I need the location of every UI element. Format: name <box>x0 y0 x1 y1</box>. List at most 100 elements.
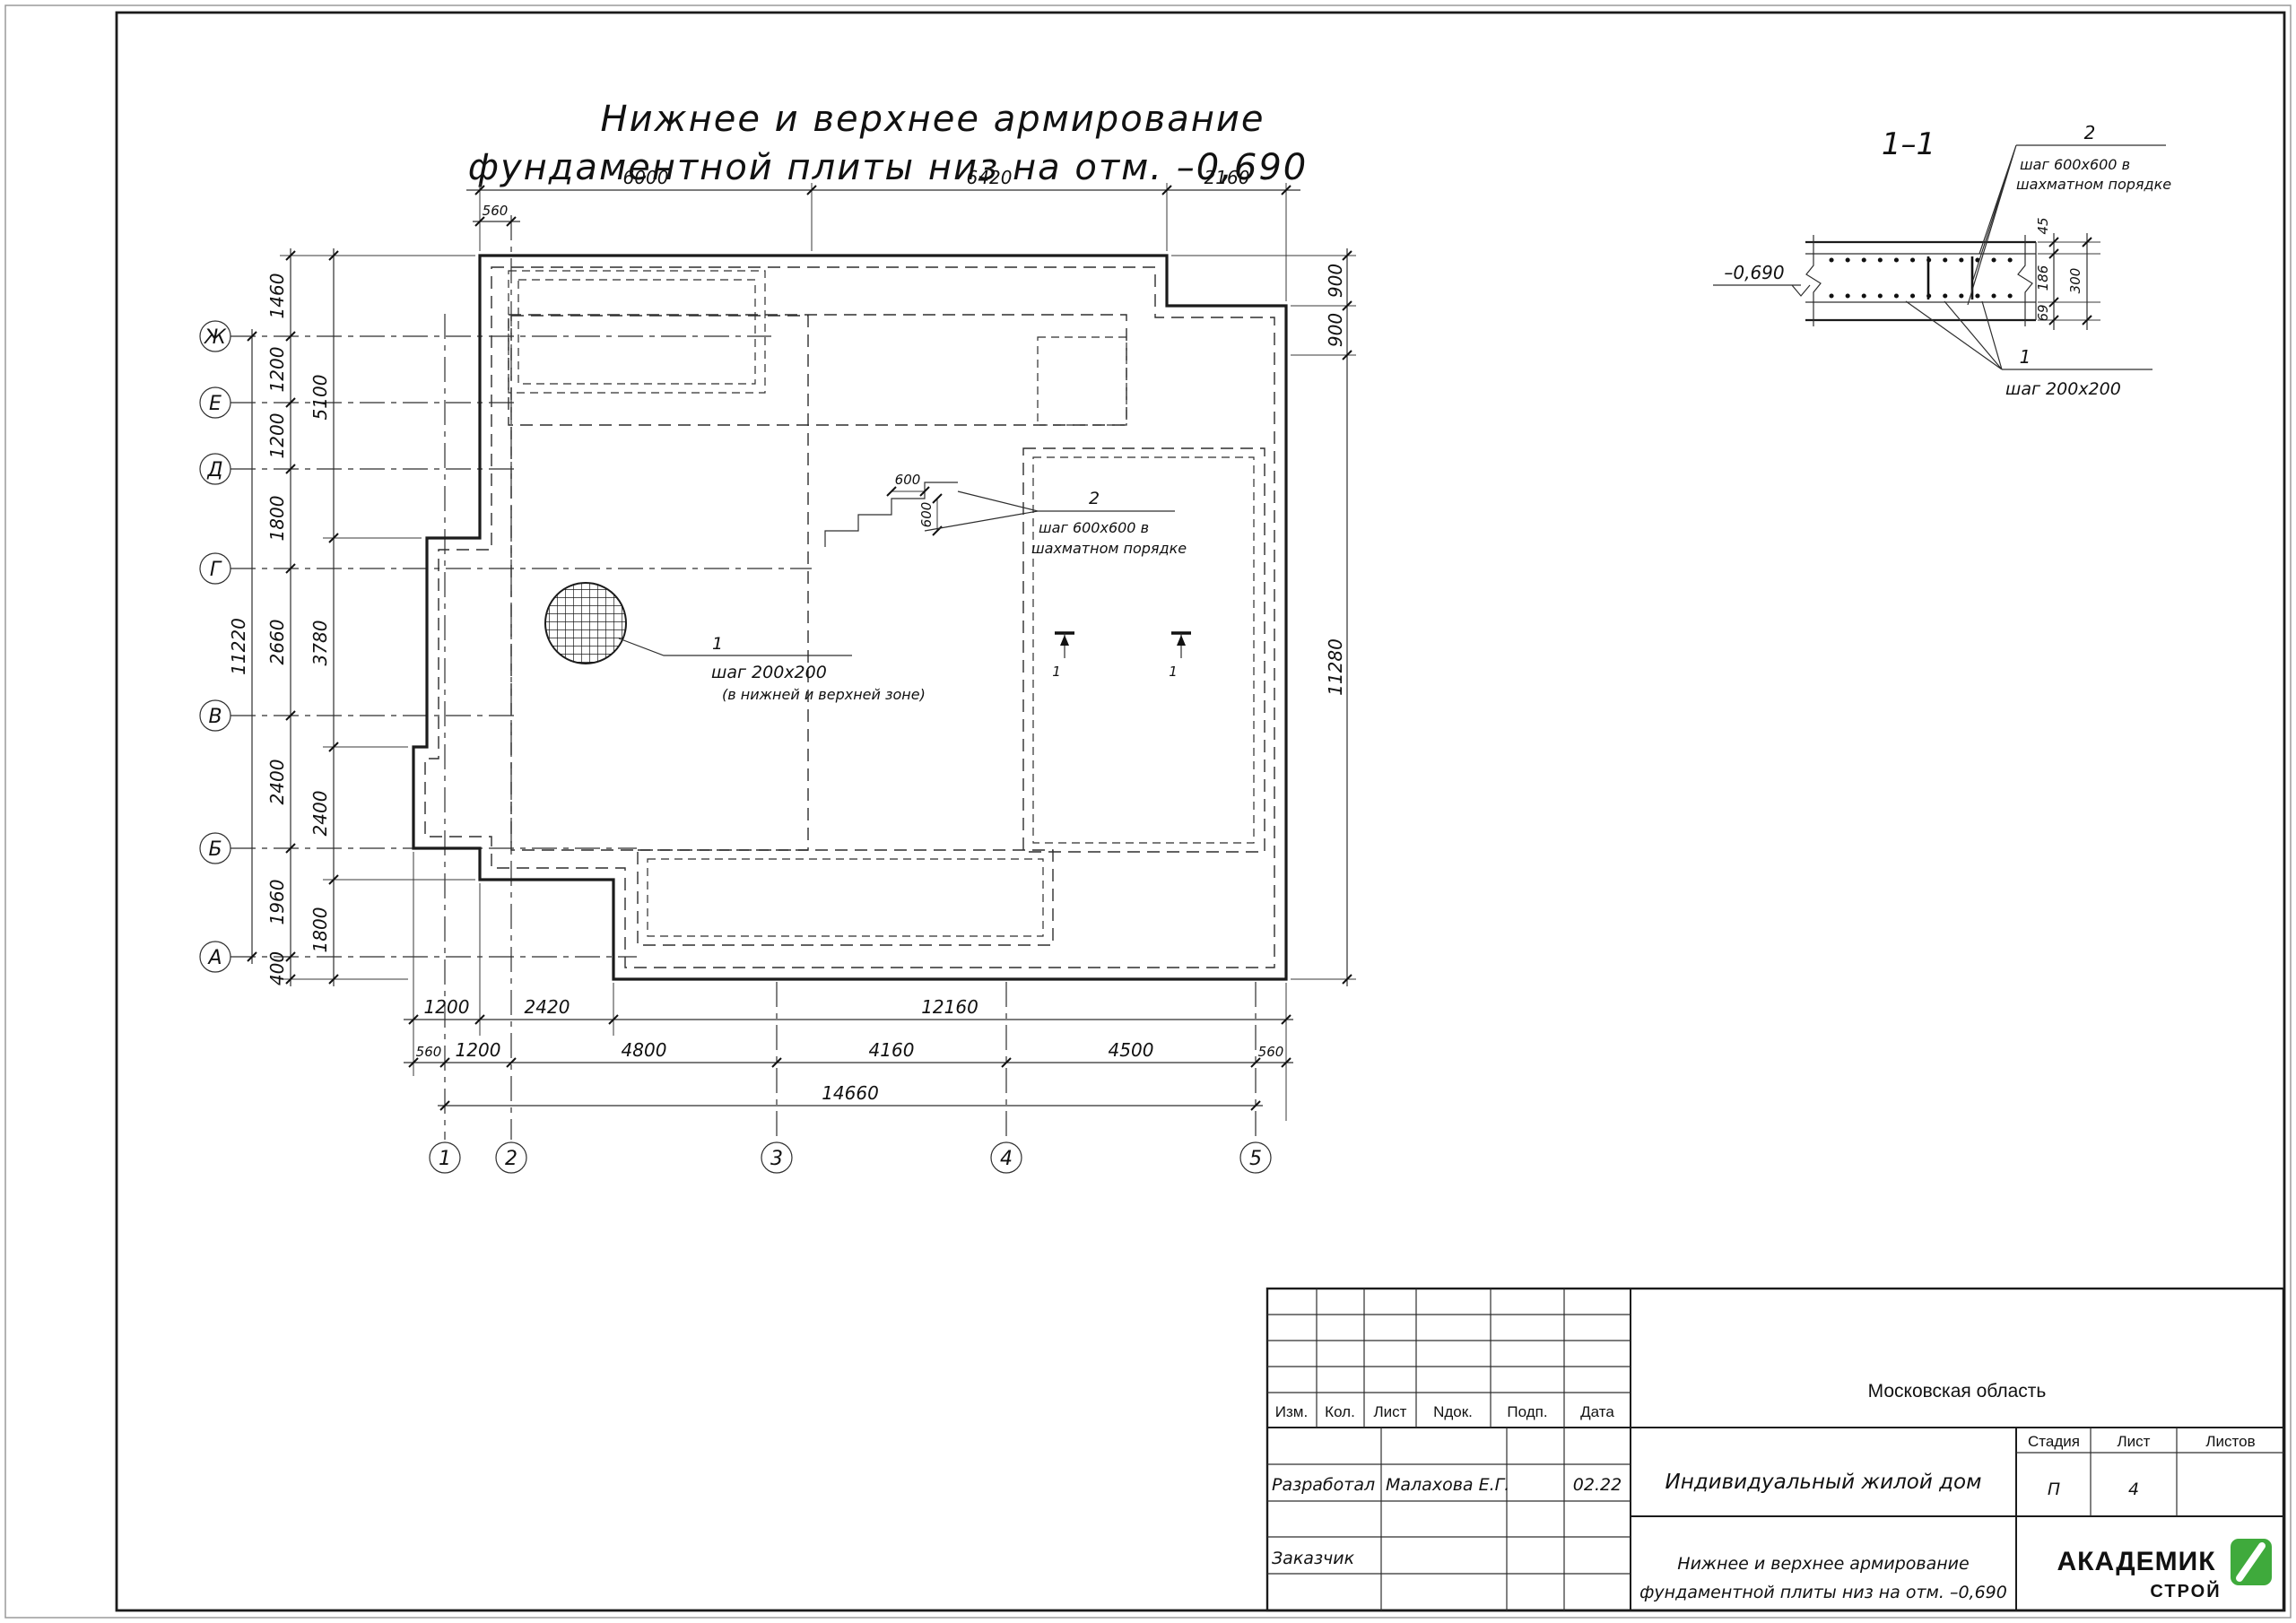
dim-label: 2400 <box>266 759 288 805</box>
zone-rect <box>1032 456 1255 844</box>
dim-label: 6420 <box>967 167 1013 188</box>
axis-bubbles: Ж Е Д Г В Б А 1 2 3 4 5 <box>199 320 1272 1174</box>
tb-header: Кол. <box>1325 1403 1355 1420</box>
tb-role-customer: Заказчик <box>1272 1549 1355 1568</box>
plan-reinforcement-zones <box>424 266 1275 968</box>
plan-dimensions: 6000 6420 2160 560 900 900 11280 1460 12… <box>228 167 1356 1121</box>
logo-text-top: АКАДЕМИК <box>2057 1547 2216 1576</box>
dim-label: 1460 <box>266 273 288 319</box>
zone-rect <box>510 315 809 851</box>
plan-outline <box>412 254 1288 981</box>
tb-name-developed: Малахова Е.Г. <box>1386 1475 1509 1495</box>
dim-label: 11220 <box>228 618 249 675</box>
callout2-number: 2 <box>1089 489 1100 508</box>
zone-rect <box>508 270 766 394</box>
col-axis-label: 4 <box>1000 1148 1013 1170</box>
tb-header: Nдок. <box>1433 1403 1473 1420</box>
elevation-label: –0,690 <box>1724 262 1784 283</box>
dim-label: 1200 <box>456 1039 501 1061</box>
tb-stage-label: Стадия <box>2028 1433 2080 1450</box>
row-axis-label: В <box>208 706 222 728</box>
row-axis-label: А <box>206 947 222 969</box>
tb-sheet-label: Лист <box>2118 1433 2151 1450</box>
dim-label: 11280 <box>1325 638 1346 696</box>
company-logo: АКАДЕМИК СТРОЙ <box>2057 1539 2272 1601</box>
drawing-title: Нижнее и верхнее армирование фундаментно… <box>468 99 1308 188</box>
perimeter-inset-line <box>424 266 1275 968</box>
cut-mark-label: 1 <box>1169 664 1178 680</box>
zone-rect <box>1037 336 1127 426</box>
section-detail: 1–1 –0,690 45 186 69 300 2 шаг 600х600 в… <box>1713 122 2171 399</box>
dim-label: 14660 <box>822 1082 879 1104</box>
tb-doc-title-line1: Нижнее и верхнее армирование <box>1677 1554 1969 1574</box>
dim-label: 400 <box>266 951 288 985</box>
sheet-frame <box>4 4 2292 1619</box>
dim-label: 3780 <box>309 621 331 666</box>
dim-label: 12160 <box>921 996 978 1018</box>
step-symbol: 600 600 2 шаг 600х600 в шахматном порядк… <box>824 472 1187 557</box>
section-title: 1–1 <box>1882 126 1935 162</box>
tb-header: Изм. <box>1275 1403 1308 1420</box>
dim-label: 300 <box>2067 268 2083 294</box>
dim-label: 2400 <box>309 791 331 837</box>
col-axis-label: 2 <box>505 1148 517 1170</box>
dim-label: 4800 <box>622 1039 667 1061</box>
tb-sheet-value: 4 <box>2128 1480 2139 1499</box>
row-axis-label: Е <box>209 393 222 415</box>
dim-label: 2160 <box>1205 167 1250 188</box>
dim-label: 560 <box>483 203 509 219</box>
dim-label: 1960 <box>266 880 288 925</box>
dim-label: 1200 <box>266 413 288 459</box>
dim-label: 1800 <box>309 907 331 953</box>
zone-rect <box>637 849 1054 946</box>
mesh-symbol: 1 шаг 200х200 (в нижней и верхней зоне) <box>544 582 926 703</box>
dim-label: 45 <box>2035 217 2051 234</box>
dim-label: 900 <box>1325 313 1346 347</box>
row-axis-label: Г <box>210 559 222 581</box>
zone-rect <box>517 279 756 385</box>
logo-text-bottom: СТРОЙ <box>2150 1580 2221 1601</box>
drawing-title-line2: фундаментной плиты низ на отм. –0,690 <box>468 147 1308 188</box>
dim-label: 900 <box>1325 264 1346 298</box>
step-dim-v: 600 <box>918 502 935 528</box>
callout2-text1: шаг 600х600 в <box>1039 519 1149 536</box>
dim-label: 69 <box>2035 304 2051 321</box>
tb-sheets-label: Листов <box>2205 1433 2255 1450</box>
section-callout1-number: 1 <box>2020 346 2031 368</box>
zone-rect <box>647 858 1044 937</box>
dim-label: 1200 <box>424 996 470 1018</box>
section-callout1-text: шаг 200х200 <box>2005 379 2121 399</box>
dim-label: 4500 <box>1109 1039 1154 1061</box>
dim-label: 6000 <box>623 167 669 188</box>
dim-label: 560 <box>1258 1044 1284 1060</box>
tb-stage-value: П <box>2048 1480 2060 1499</box>
tb-region: Московская область <box>1868 1381 2047 1402</box>
dim-label: 2420 <box>525 996 570 1018</box>
callout1-number: 1 <box>712 634 723 654</box>
dim-label: 186 <box>2035 265 2051 291</box>
callout1-text: шаг 200х200 <box>711 663 827 682</box>
dim-label: 1800 <box>266 496 288 542</box>
row-axis-label: Ж <box>203 326 227 349</box>
tb-role-developed: Разработал <box>1272 1475 1375 1495</box>
section-callout2-text2: шахматном порядке <box>2016 176 2171 193</box>
callout1-note: (в нижней и верхней зоне) <box>722 686 926 703</box>
drawing-title-line1: Нижнее и верхнее армирование <box>600 99 1265 140</box>
tb-date-developed: 02.22 <box>1573 1475 1622 1495</box>
col-axis-label: 5 <box>1249 1148 1262 1170</box>
section-cut-marks: 1 1 <box>1052 631 1191 680</box>
tb-doc-title-line2: фундаментной плиты низ на отм. –0,690 <box>1639 1583 2007 1602</box>
section-callout2-text1: шаг 600х600 в <box>2020 156 2130 173</box>
dim-label: 1200 <box>266 347 288 393</box>
tb-header: Подп. <box>1507 1403 1547 1420</box>
tb-header: Лист <box>1374 1403 1407 1420</box>
tb-object: Индивидуальный жилой дом <box>1665 1471 1982 1494</box>
dim-label: 560 <box>416 1044 442 1060</box>
callout2-text2: шахматном порядке <box>1031 540 1187 557</box>
dim-label: 2660 <box>266 620 288 665</box>
zone-rect <box>1022 447 1265 853</box>
col-axis-label: 1 <box>439 1148 451 1170</box>
col-axis-label: 3 <box>770 1148 783 1170</box>
